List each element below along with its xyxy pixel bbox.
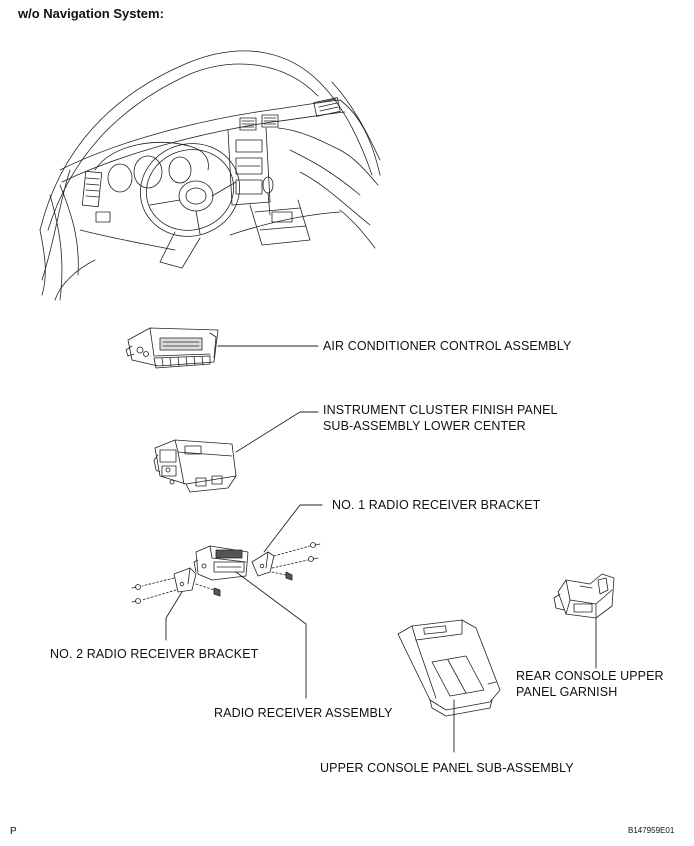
label-upper-console: UPPER CONSOLE PANEL SUB-ASSEMBLY bbox=[320, 761, 574, 775]
diagram-heading: w/o Navigation System: bbox=[18, 6, 164, 21]
leader-no1-bracket bbox=[263, 504, 323, 553]
label-rear-console-line1: REAR CONSOLE UPPER bbox=[516, 669, 664, 683]
label-instrument-cluster-line1: INSTRUMENT CLUSTER FINISH PANEL bbox=[323, 403, 558, 417]
label-no2-bracket: NO. 2 RADIO RECEIVER BRACKET bbox=[50, 647, 259, 661]
figure-code: B147959E01 bbox=[628, 826, 675, 835]
dashboard-overview-illustration bbox=[39, 50, 381, 301]
no2-bracket-illustration bbox=[131, 567, 221, 604]
label-no1-bracket: NO. 1 RADIO RECEIVER BRACKET bbox=[332, 498, 541, 512]
instrument-cluster-panel-illustration bbox=[153, 439, 237, 493]
radio-receiver-illustration bbox=[193, 545, 249, 581]
label-air-conditioner: AIR CONDITIONER CONTROL ASSEMBLY bbox=[323, 339, 572, 353]
corner-mark: P bbox=[10, 826, 17, 837]
label-rear-console-line2: PANEL GARNISH bbox=[516, 685, 618, 699]
upper-console-panel-illustration bbox=[397, 619, 501, 717]
rear-console-garnish-illustration bbox=[553, 573, 615, 619]
label-instrument-cluster-line2: SUB-ASSEMBLY LOWER CENTER bbox=[323, 419, 526, 433]
label-radio-receiver: RADIO RECEIVER ASSEMBLY bbox=[214, 706, 393, 720]
leader-instrument-cluster bbox=[235, 411, 319, 453]
air-conditioner-control-illustration bbox=[125, 327, 219, 369]
no1-bracket-illustration bbox=[251, 542, 321, 581]
leader-no2-bracket bbox=[165, 591, 183, 641]
leader-radio-receiver bbox=[235, 571, 307, 699]
